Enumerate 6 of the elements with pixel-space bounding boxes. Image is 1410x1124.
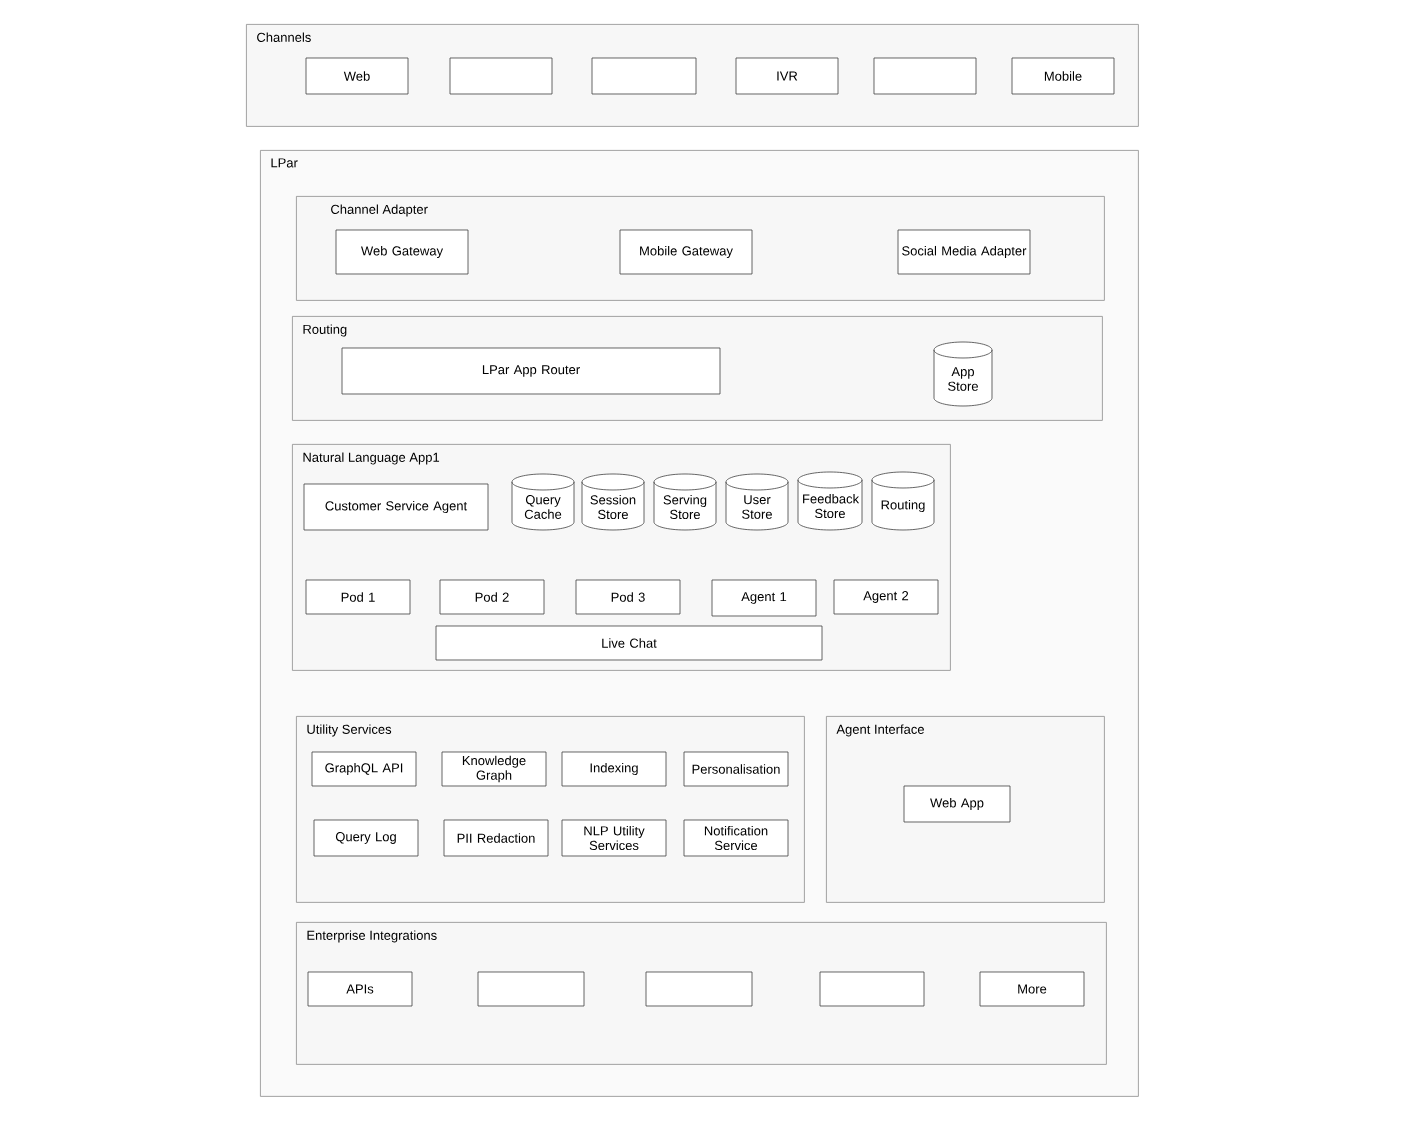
- component-box: [591, 57, 697, 95]
- component-box: [873, 57, 977, 95]
- component-box: [449, 57, 553, 95]
- component-box: [645, 971, 753, 1007]
- component-box: [819, 971, 925, 1007]
- component-box: [477, 971, 585, 1007]
